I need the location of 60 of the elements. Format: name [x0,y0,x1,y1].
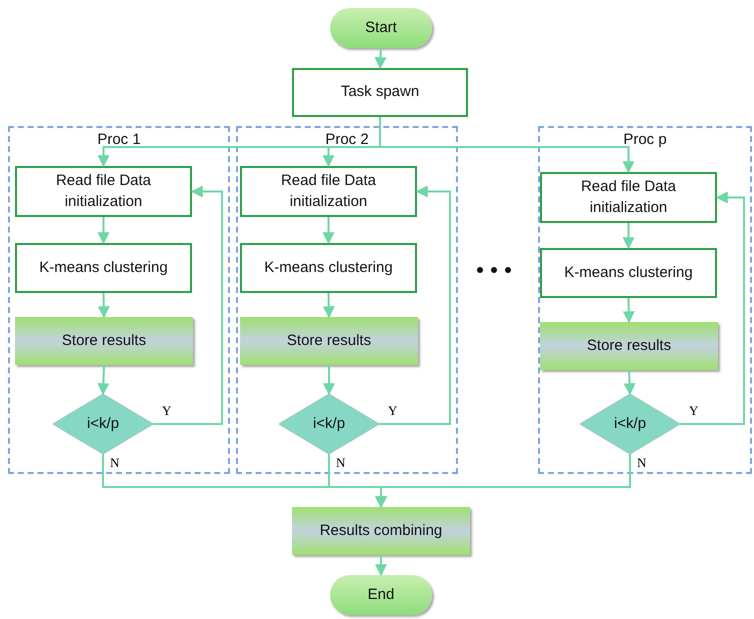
arrow [375,454,631,508]
arrow [322,292,335,318]
process-group-frame [236,126,458,474]
edge-label: N [109,456,120,470]
step-label: Store results [62,330,146,351]
edge-label: N [636,456,648,470]
group-title: Proc 2 [325,130,369,150]
process-group-frame [538,126,752,474]
process-box [540,172,717,223]
step-label: K-means clustering [263,258,394,278]
arrow [622,223,634,250]
arrow [622,298,635,324]
step-label: Results combining [320,520,442,541]
process-group-frame [8,126,230,474]
edge-label: Y [161,404,172,418]
arrow [153,186,223,425]
process-box [292,68,468,117]
group-title: Proc p [623,130,667,150]
group-title: Proc 1 [97,130,141,150]
arrow [98,217,110,244]
arrow [98,292,110,318]
storage-box [15,317,193,365]
step-label: Store results [286,330,372,351]
step-label: Read file Data initialization [580,177,678,218]
step-label: Read file Data initialization [280,171,378,212]
step-label: K-means clustering [563,262,694,283]
arrow [374,48,387,70]
decision-diamond [53,394,153,454]
arrow [624,370,636,396]
process-box [15,166,192,217]
storage-box [540,322,718,370]
process-box [540,248,717,298]
condition-text: i<k/p [312,414,346,434]
storage-box [240,317,418,365]
edge-label: Y [387,404,398,418]
process-box [240,243,417,293]
arrow [97,364,110,396]
terminal-pill [330,8,432,48]
step-label: K-means clustering [38,258,169,278]
edge-label: N [335,456,346,470]
process-box [240,166,417,217]
process-box [15,243,192,293]
step-label: Read file Data initialization [54,171,152,212]
arrow [323,365,335,396]
storage-box [292,507,470,555]
condition-text: i<k/p [86,414,120,434]
condition-text: i<k/p [614,414,646,434]
step-label: Task spawn [340,82,420,102]
step-label: Start [365,18,397,38]
arrow [379,186,451,425]
arrow [680,192,745,425]
terminal-pill [330,575,432,615]
decision-diamond [580,394,680,454]
edge-label: Y [688,404,700,418]
arrow [379,117,634,174]
decision-diamond [279,394,379,454]
step-label: End [368,584,394,605]
arrow [375,555,387,576]
step-label: Store results [586,336,672,356]
arrow [322,217,334,244]
